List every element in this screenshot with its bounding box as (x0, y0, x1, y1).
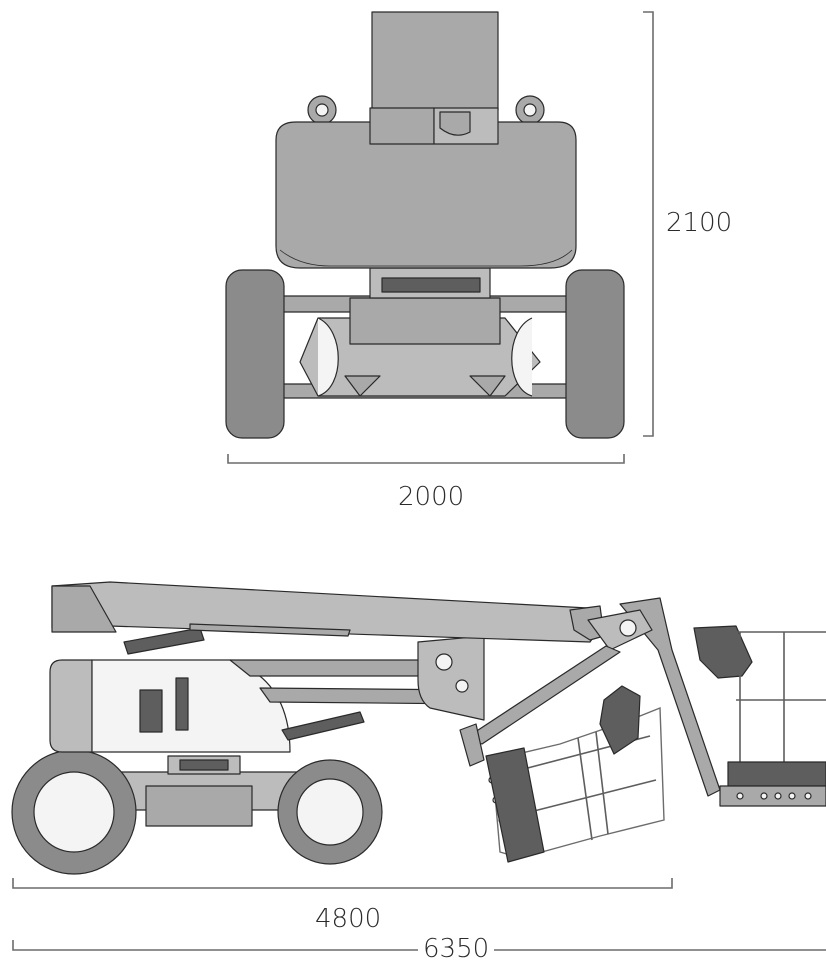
side-front-wheel (277, 759, 383, 865)
side-turret (49, 659, 291, 753)
front-turret (275, 95, 577, 269)
front-boom (369, 11, 499, 145)
side-basket-extended (693, 625, 826, 807)
side-lower-boom (123, 627, 485, 741)
side-view (11, 581, 826, 875)
length-dimension-label: 4800 (315, 904, 382, 934)
front-chassis (279, 267, 571, 399)
front-right-tire (565, 269, 625, 439)
height-dimension-label: 2100 (666, 208, 733, 238)
front-left-tire (225, 269, 285, 439)
side-basket-retracted (485, 685, 665, 863)
width-dimension-label: 2000 (398, 482, 465, 512)
front-view (225, 11, 625, 439)
side-dimensions (12, 878, 826, 951)
side-main-boom (51, 581, 605, 643)
front-dimensions (227, 11, 654, 464)
reach-dimension-label: 6350 (418, 934, 495, 964)
side-rear-wheel (11, 749, 137, 875)
